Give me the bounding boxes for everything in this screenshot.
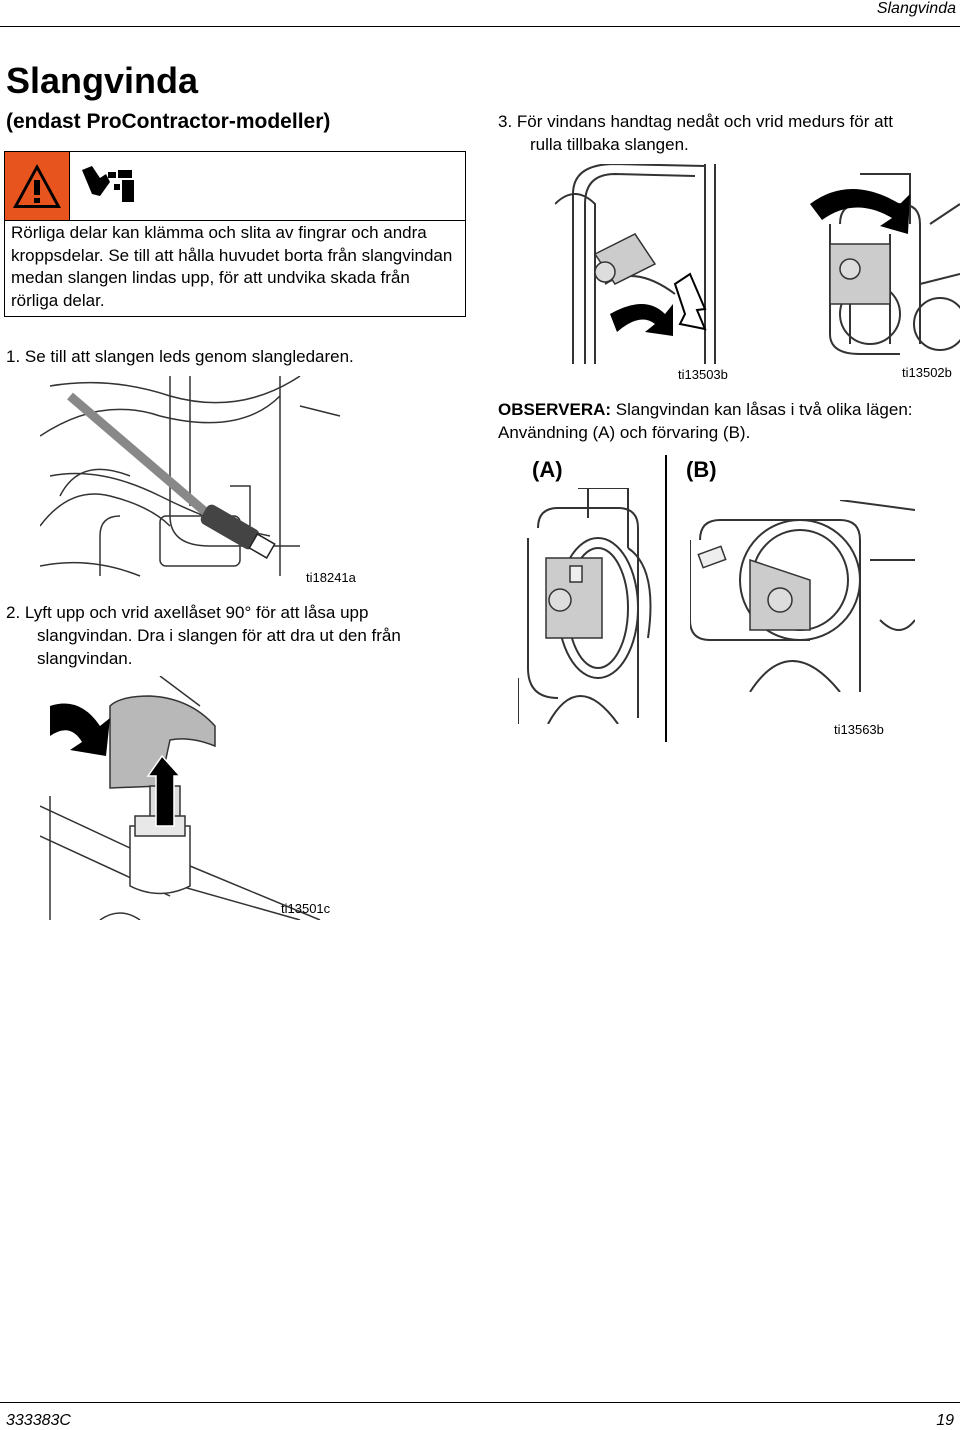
step-2-line1: 2. Lyft upp och vrid axellåset 90° för a… [6,603,369,622]
caption-fig3b: ti13502b [902,365,952,380]
caption-fig2: ti13501c [281,901,331,916]
warning-triangle-icon [5,152,70,220]
reel-position-a-figure [517,487,658,725]
reel-handle-figure-b [800,164,960,364]
step-2-line3: slangvindan. [37,649,133,668]
label-a: (A) [532,457,563,482]
reel-handle-figure-a [554,162,735,364]
note-text-line2: Användning (A) och förvaring (B). [498,423,751,442]
warning-text: Rörliga delar kan klämma och slita av fi… [11,223,453,310]
step-2-line2: slangvindan. Dra i slangen för att dra u… [37,626,401,645]
page-number: 19 [936,1412,954,1429]
step-3-line1: 3. För vindans handtag nedåt och vrid me… [498,112,894,131]
caption-fig1: ti18241a [306,570,356,585]
caption-fig-ab: ti13563b [834,722,884,737]
caption-fig3a: ti13503b [678,367,728,382]
warning-box: Rörliga delar kan klämma och slita av fi… [4,151,466,317]
note-text-line1: Slangvindan kan låsas i två olika lägen: [611,400,913,419]
ab-divider [665,455,667,742]
step-1-text: 1. Se till att slangen leds genom slangl… [6,347,354,366]
page-subtitle: (endast ProContractor-modeller) [6,110,331,133]
reel-position-b-figure [689,499,916,693]
header-rule [0,26,960,27]
pinch-hand-icon [70,152,147,220]
running-header: Slangvinda [876,0,956,17]
warning-divider [5,220,465,221]
label-b: (B) [686,457,717,482]
note-label: OBSERVERA: [498,400,612,419]
hose-guide-figure [39,375,360,586]
step-3-line2: rulla tillbaka slangen. [530,135,689,154]
doc-number: 333383C [6,1412,71,1429]
page-title: Slangvinda [6,60,199,101]
note-line1: OBSERVERA: Slangvindan kan låsas i två o… [498,398,913,421]
axle-lock-figure [39,675,340,921]
footer-rule [0,1402,960,1403]
